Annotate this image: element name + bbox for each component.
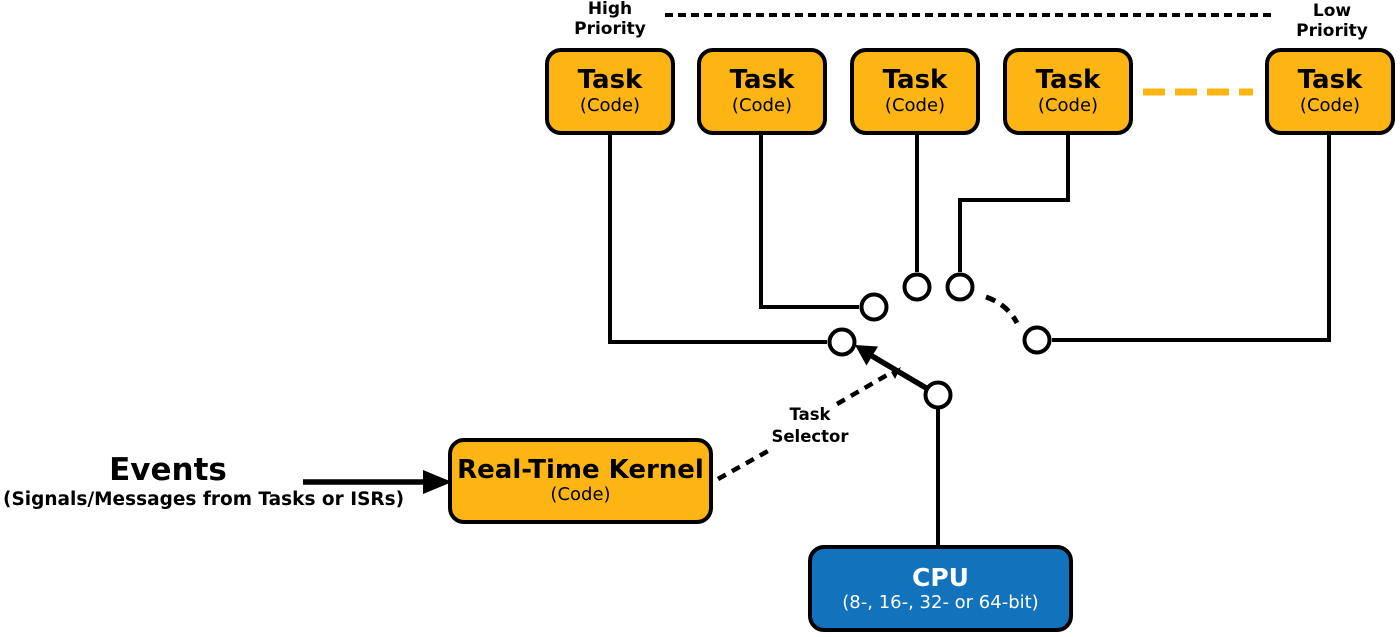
task-box-4: Task (Code) <box>1003 48 1133 135</box>
wire-task2-to-contact <box>759 135 859 309</box>
events-arrowhead-icon <box>423 470 452 494</box>
contact-circle-task5 <box>1022 325 1052 355</box>
events-title: Events <box>109 452 227 488</box>
high-priority-label: High Priority <box>574 0 646 39</box>
low-priority-label: Low Priority <box>1296 1 1368 41</box>
task-box-1: Task (Code) <box>545 48 675 135</box>
contact-circle-task4 <box>945 272 975 302</box>
task-box-5: Task (Code) <box>1265 48 1395 135</box>
selector-arrowhead-icon <box>891 367 901 379</box>
wire-task4-to-contact <box>958 135 1070 272</box>
contact-circle-task1 <box>827 327 857 357</box>
cpu-title: CPU <box>912 562 969 592</box>
task-title: Task <box>729 64 795 95</box>
kernel-box: Real-Time Kernel (Code) <box>448 438 713 524</box>
contact-circle-task2 <box>859 292 889 322</box>
events-label-block: Events (Signals/Messages from Tasks or I… <box>3 452 405 511</box>
kernel-title: Real-Time Kernel <box>457 455 704 485</box>
task-title: Task <box>1035 64 1101 95</box>
wire-task5-to-contact <box>1052 135 1331 342</box>
task-subtitle: (Code) <box>579 95 641 117</box>
selector-to-arm-dashes <box>835 369 896 406</box>
task-title: Task <box>1297 64 1363 95</box>
task-box-2: Task (Code) <box>697 48 827 135</box>
switch-pivot-circle <box>923 380 953 410</box>
cpu-box: CPU (8-, 16-, 32- or 64-bit) <box>808 545 1073 632</box>
task-box-3: Task (Code) <box>850 48 980 135</box>
kernel-subtitle: (Code) <box>550 484 611 505</box>
cpu-subtitle: (8-, 16-, 32- or 64-bit) <box>842 591 1039 613</box>
task-subtitle: (Code) <box>731 95 793 117</box>
task-subtitle: (Code) <box>1299 95 1361 117</box>
switch-arm-arrowhead-icon <box>855 345 878 366</box>
contact-arc-dashes <box>985 294 1020 325</box>
wire-task1-to-contact <box>608 135 827 344</box>
contact-circle-task3 <box>902 272 932 302</box>
task-selector-label: Task Selector <box>771 405 849 447</box>
task-subtitle: (Code) <box>884 95 946 117</box>
task-subtitle: (Code) <box>1037 95 1099 117</box>
task-title: Task <box>882 64 948 95</box>
kernel-to-selector-dashes <box>716 449 770 481</box>
task-title: Task <box>577 64 643 95</box>
events-subtitle: (Signals/Messages from Tasks or ISRs) <box>3 489 405 510</box>
